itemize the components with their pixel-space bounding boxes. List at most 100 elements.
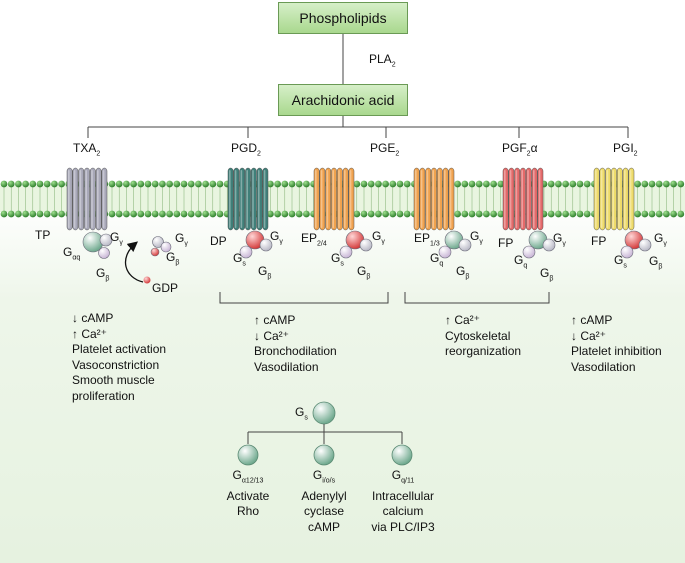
- phospholipids-box: Phospholipids: [278, 2, 408, 34]
- lipid-head-top: [15, 180, 22, 188]
- transmembrane-helix: [89, 167, 96, 231]
- prostanoid-pgi2: PGI2: [613, 141, 638, 158]
- lipid-head-top: [274, 180, 281, 188]
- transmembrane-helix: [78, 167, 85, 231]
- lipid-head-bottom: [634, 210, 641, 218]
- lipid-head-bottom: [677, 210, 685, 218]
- tp-receptor: [66, 167, 108, 231]
- lipid-head-top: [367, 180, 375, 188]
- effect-line: Vasodilation: [254, 359, 319, 374]
- lipid-head-top: [641, 180, 649, 188]
- lipid-head-bottom: [166, 210, 174, 218]
- lipid-head-top: [389, 180, 397, 188]
- lipid-head-bottom: [497, 210, 505, 218]
- transmembrane-helix: [436, 167, 443, 231]
- transmembrane-helix: [245, 167, 251, 231]
- transmembrane-helix: [331, 167, 337, 231]
- lipid-head-top: [195, 180, 202, 188]
- fp-gamma-label: Gγ: [553, 231, 566, 248]
- transmembrane-helix: [413, 167, 420, 231]
- lipid-head-top: [267, 180, 274, 188]
- transmembrane-helix: [508, 167, 515, 231]
- transmembrane-helix: [622, 167, 629, 231]
- free-small-ball: [150, 247, 160, 257]
- lipid-head-top: [295, 180, 303, 188]
- effects-ip: ↑ cAMP ↓ Ca²⁺ Platelet inhibition Vasodi…: [571, 313, 662, 375]
- helix-highlight: [432, 170, 434, 228]
- lipid-head-bottom: [187, 210, 195, 218]
- helix-highlight: [73, 170, 76, 228]
- lipid-head-top: [562, 180, 569, 188]
- helix-highlight: [538, 170, 541, 228]
- effect-line: Vasoconstriction: [72, 357, 160, 372]
- lipid-head-bottom: [367, 210, 375, 218]
- lipid-head-top: [166, 180, 174, 188]
- transmembrane-helix: [537, 167, 544, 231]
- lipid-head-bottom: [51, 210, 58, 218]
- free-gamma-label: Gγ: [175, 231, 188, 248]
- lipid-head-bottom: [202, 210, 210, 218]
- transmembrane-helix: [319, 167, 326, 231]
- lipid-head-bottom: [382, 210, 389, 218]
- helix-highlight: [102, 170, 105, 228]
- transmembrane-helix: [84, 167, 90, 231]
- effect-line: ↑ cAMP: [254, 313, 296, 327]
- transmembrane-helix: [233, 167, 240, 231]
- transmembrane-helix: [531, 167, 538, 231]
- effects-tp: ↓ cAMP ↑ Ca²⁺ Platelet activation Vasoco…: [72, 311, 166, 404]
- helix-highlight: [332, 170, 334, 228]
- transmembrane-helix: [593, 167, 600, 231]
- lipid-head-top: [490, 180, 497, 188]
- transmembrane-helix: [348, 167, 355, 231]
- effect-line: Bronchodilation: [254, 344, 337, 358]
- dp-receptor: [227, 167, 269, 231]
- helix-highlight: [263, 170, 266, 228]
- transmembrane-helix: [262, 167, 269, 231]
- lipid-head-top: [151, 180, 159, 188]
- helix-highlight: [79, 170, 82, 228]
- tp-beta-label: Gβ: [96, 266, 110, 283]
- lipid-head-top: [663, 180, 670, 188]
- bracket-ep-fp: [404, 292, 550, 304]
- lipid-head-top: [144, 180, 152, 188]
- effect-line: ↓ cAMP: [72, 311, 114, 325]
- lipid-head-top: [461, 180, 469, 188]
- lipid-head-top: [36, 180, 44, 188]
- lipid-head-bottom: [648, 210, 656, 218]
- lipid-head-bottom: [115, 210, 123, 218]
- helix-highlight: [320, 170, 323, 228]
- transmembrane-helix: [611, 167, 617, 231]
- helix-highlight: [606, 170, 609, 228]
- lipid-head-bottom: [0, 210, 8, 218]
- lipid-head-top: [497, 180, 505, 188]
- fp2-gs-label: Gs: [614, 253, 627, 270]
- lipid-head-bottom: [670, 210, 677, 218]
- lipid-head-top: [353, 180, 361, 188]
- receptor-label-fp1: FP: [498, 236, 514, 250]
- gdp-exchange-arrow: [124, 241, 144, 283]
- helix-highlight: [229, 170, 231, 228]
- lipid-head-top: [382, 180, 389, 188]
- transmembrane-helix: [336, 167, 343, 231]
- lipid-head-bottom: [641, 210, 649, 218]
- ip-g-beta-ball: [620, 245, 634, 259]
- lipid-head-bottom: [468, 210, 476, 218]
- prostanoid-pgd2: PGD2: [231, 141, 261, 158]
- lipid-head-top: [475, 180, 483, 188]
- gs-root-label: Gs: [295, 405, 308, 422]
- arachidonic-acid-label: Arachidonic acid: [291, 92, 395, 108]
- prostanoid-pgf2a: PGF2α: [502, 141, 538, 158]
- transmembrane-helix: [419, 167, 426, 231]
- ep24-gs-label: Gs: [331, 251, 344, 268]
- effect-line: Platelet inhibition: [571, 344, 662, 358]
- lipid-head-top: [396, 180, 404, 188]
- ep24-beta-label: Gβ: [357, 264, 371, 281]
- fp-g-beta-ball: [522, 245, 536, 259]
- lipid-head-top: [58, 180, 65, 188]
- fp-g-gamma-ball: [542, 238, 556, 252]
- effect-line: ↑ Ca²⁺: [445, 313, 481, 327]
- ep13-gq-label: Gq: [430, 251, 444, 268]
- lipid-head-bottom: [209, 210, 217, 218]
- transmembrane-helix: [425, 167, 432, 231]
